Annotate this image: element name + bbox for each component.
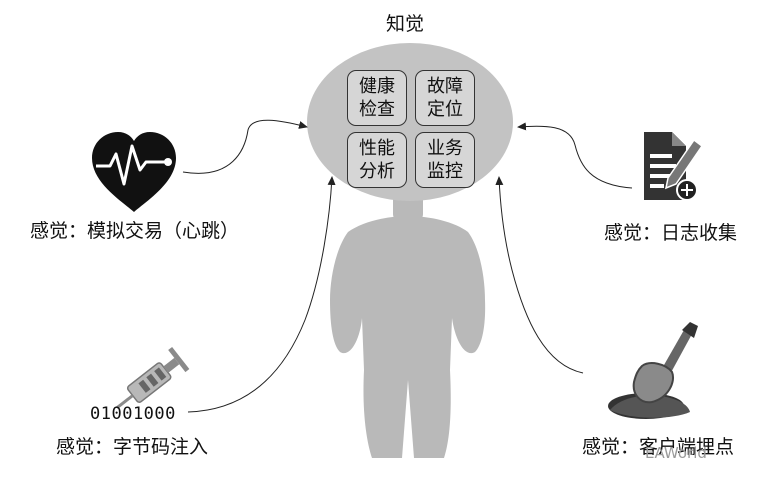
diagram-title: 知觉	[386, 13, 425, 35]
human-silhouette	[330, 188, 486, 458]
bytecode-sensor-label: 感觉：字节码注入	[56, 436, 209, 458]
shovel-icon	[608, 322, 698, 419]
brain-head	[307, 43, 513, 201]
bytecode-arrow	[187, 176, 336, 413]
function-business-monitoring-line2: 监控	[427, 161, 463, 182]
heart-pulse-icon	[92, 132, 176, 212]
function-business-monitoring: 业务 监控	[415, 132, 475, 188]
logs-sensor-label: 感觉：日志收集	[604, 222, 738, 244]
bytecode-bits: 01001000	[90, 404, 176, 424]
syringe-icon	[115, 346, 190, 410]
function-fault-location: 故障 定位	[415, 70, 475, 126]
client-arrow	[495, 176, 584, 374]
function-fault-location-line2: 定位	[427, 99, 463, 120]
function-health-check: 健康 检查	[347, 70, 407, 126]
eaworld-watermark: EAWorld	[645, 444, 707, 462]
document-pen-icon	[644, 132, 704, 201]
logs-arrow	[517, 122, 633, 189]
function-performance-analysis: 性能 分析	[347, 132, 407, 188]
heartbeat-sensor-label: 感觉：模拟交易（心跳）	[30, 220, 240, 242]
client-sensor-label: 感觉：客户端埋点	[582, 436, 735, 458]
heartbeat-arrow	[182, 119, 308, 174]
function-fault-location-line1: 故障	[427, 76, 463, 97]
function-performance-analysis-line1: 性能	[359, 138, 395, 159]
function-health-check-line2: 检查	[359, 99, 395, 120]
function-business-monitoring-line1: 业务	[427, 138, 463, 159]
function-health-check-line1: 健康	[359, 76, 395, 97]
function-performance-analysis-line2: 分析	[359, 161, 395, 182]
